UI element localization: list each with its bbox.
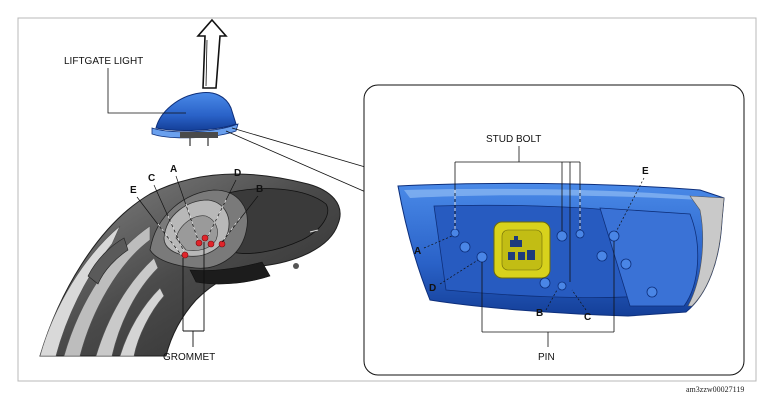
left-label-d: D — [234, 168, 241, 179]
removal-arrow-icon — [196, 18, 228, 89]
stud-bolt-label: STUD BOLT — [486, 134, 541, 145]
stud-bolt-dashes — [454, 190, 581, 230]
zoom-line-top — [231, 127, 373, 170]
liftgate-light-detail — [397, 182, 725, 317]
right-label-a: A — [414, 246, 421, 257]
outer-border — [17, 17, 757, 382]
left-label-e: E — [130, 185, 137, 196]
grommet-bracket — [182, 242, 205, 347]
left-leader-dashes — [157, 199, 241, 257]
left-label-a: A — [170, 164, 177, 175]
liftgate-light-leader — [107, 68, 186, 114]
grommet-label: GROMMET — [163, 352, 215, 363]
left-label-b: B — [256, 184, 263, 195]
liftgate-body — [39, 173, 341, 357]
pin-bracket — [481, 241, 615, 347]
pin-label: PIN — [538, 352, 555, 363]
right-label-d: D — [429, 283, 436, 294]
connector-icon — [508, 236, 535, 260]
right-label-c: C — [584, 312, 591, 323]
right-label-b: B — [536, 308, 543, 319]
left-fastener-markers — [181, 234, 226, 259]
liftgate-light-label: LIFTGATE LIGHT — [64, 56, 143, 67]
zoom-line-bottom — [225, 130, 369, 194]
left-label-c: C — [148, 173, 155, 184]
liftgate-light-small — [151, 92, 239, 146]
right-label-e: E — [642, 166, 649, 177]
stud-bolt-bracket — [454, 146, 581, 282]
figure-code: am3zzw00027119 — [686, 385, 744, 394]
detail-fasteners — [450, 228, 658, 298]
right-leaders — [423, 177, 645, 311]
